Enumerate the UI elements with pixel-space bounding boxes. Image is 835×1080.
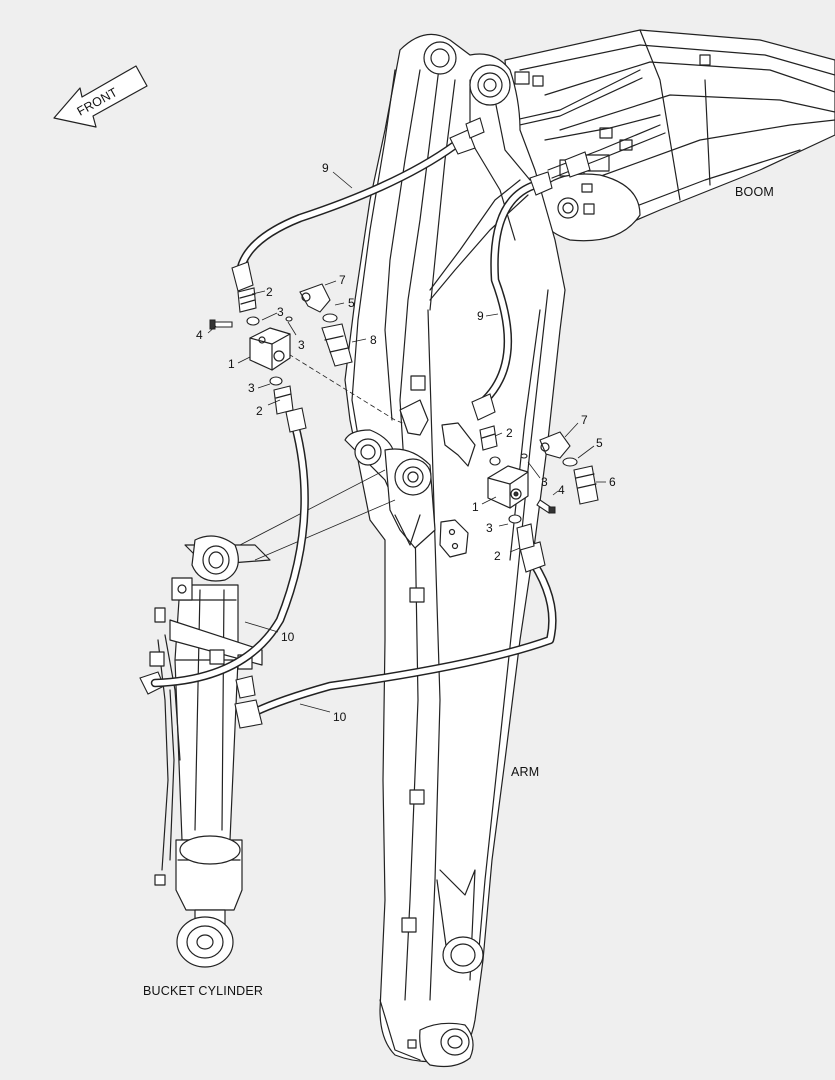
left-valve-assembly [209,283,353,415]
callout-2-lower-left: 2 [256,404,263,418]
callout-3-upper-left: 3 [277,305,284,319]
callout-5-right: 5 [596,436,603,450]
callout-7-right: 7 [581,413,588,427]
component-labels: BOOM ARM BUCKET CYLINDER [143,185,774,998]
callout-2-upper-right: 2 [506,426,513,440]
callout-3-left-pin: 3 [298,338,305,352]
callout-3-upper-right: 3 [541,475,548,489]
callout-5-left: 5 [348,296,355,310]
callout-1-right: 1 [472,500,479,514]
callout-3-lower-left: 3 [248,381,255,395]
front-direction-arrow: FRONT [53,65,148,128]
callout-8: 8 [370,333,377,347]
callout-3-lower-right: 3 [486,521,493,535]
arm-label: ARM [511,765,539,779]
callout-9-lower: 9 [477,309,484,323]
hose-10-bottom [250,550,557,717]
callout-6: 6 [609,475,616,489]
arm-structure [281,33,566,1068]
hose-9-upper [235,140,460,277]
callout-9-upper: 9 [322,161,329,175]
bucket-cylinder [139,469,396,968]
hose-9-lower [480,180,540,405]
boom-label: BOOM [735,185,774,199]
callout-numbers: 9 2 3 4 3 1 3 2 7 5 8 9 2 3 1 3 2 4 7 5 … [196,161,616,724]
callout-10-lower: 10 [333,710,347,724]
callout-leaders [207,171,606,713]
callout-2-lower-right: 2 [494,549,501,563]
callout-7-left: 7 [339,273,346,287]
callout-4-left: 4 [196,328,203,342]
callout-1-left: 1 [228,357,235,371]
hose-10-left [150,420,309,688]
callout-4-right: 4 [558,483,565,497]
bucket-cylinder-label: BUCKET CYLINDER [143,984,263,998]
callout-2-upper-left: 2 [266,285,273,299]
right-valve-assembly [479,425,599,551]
hose-fittings [231,117,591,729]
callout-10-upper: 10 [281,630,295,644]
